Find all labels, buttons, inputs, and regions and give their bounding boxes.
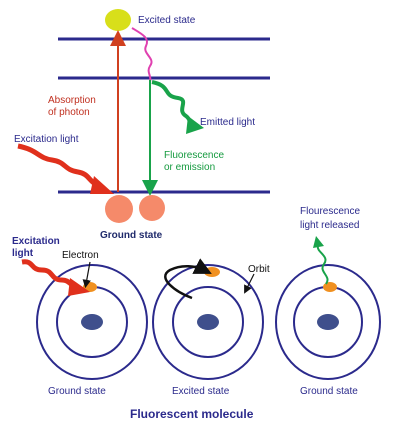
electron-pointer (82, 261, 91, 289)
emitted-light-arrowhead (186, 116, 204, 134)
nucleus-middle (197, 314, 219, 330)
absorption-label-line2: of photon (48, 107, 90, 118)
relaxation-squiggle (131, 27, 153, 83)
electron-middle (204, 267, 220, 277)
orbit-inner-middle (172, 286, 244, 358)
excitation-light-bottom-line2: light (12, 248, 34, 259)
excited-state-middle-label: Excited state (172, 386, 230, 397)
excited-electron (105, 9, 131, 31)
electron-right (323, 282, 337, 292)
ground-electron-left (105, 195, 133, 223)
orbit-pointer (244, 273, 255, 294)
electron-label: Electron (62, 250, 99, 261)
absorption-label-line1: Absorption (48, 95, 96, 106)
ground-state-left-label: Ground state (48, 386, 106, 397)
excited-state-label: Excited state (138, 15, 196, 26)
fluorescence-released-wave (316, 245, 329, 285)
fluorescence-released-line1: Flourescence (300, 206, 360, 217)
excitation-light-arrowhead-top (90, 176, 114, 194)
nucleus-left (81, 314, 103, 330)
ground-state-top-label: Ground state (100, 230, 163, 241)
diagram-caption: Fluorescent molecule (130, 407, 254, 421)
orbit-outer-left (36, 264, 148, 380)
orbit-label: Orbit (248, 264, 270, 275)
fluorescence-emission-label-line2: or emission (164, 162, 215, 173)
ground-state-right-label: Ground state (300, 386, 358, 397)
nucleus-right (317, 314, 339, 330)
fluorescence-released-arrowhead (313, 236, 324, 248)
fluorescence-released-line2: light released (300, 220, 359, 231)
excitation-light-label: Excitation light (14, 134, 79, 145)
excitation-light-wave-top (17, 143, 101, 189)
orbit-outer-right (275, 264, 381, 380)
excitation-light-bottom-line1: Excitation (12, 236, 60, 247)
fluorescence-emission-label-line1: Fluorescence (164, 150, 224, 161)
ground-electron-right (139, 195, 165, 221)
electron-jump-arrow (164, 258, 212, 300)
excitation-light-arrowhead-bottom (68, 278, 90, 296)
emitted-light-label: Emitted light (200, 117, 255, 128)
